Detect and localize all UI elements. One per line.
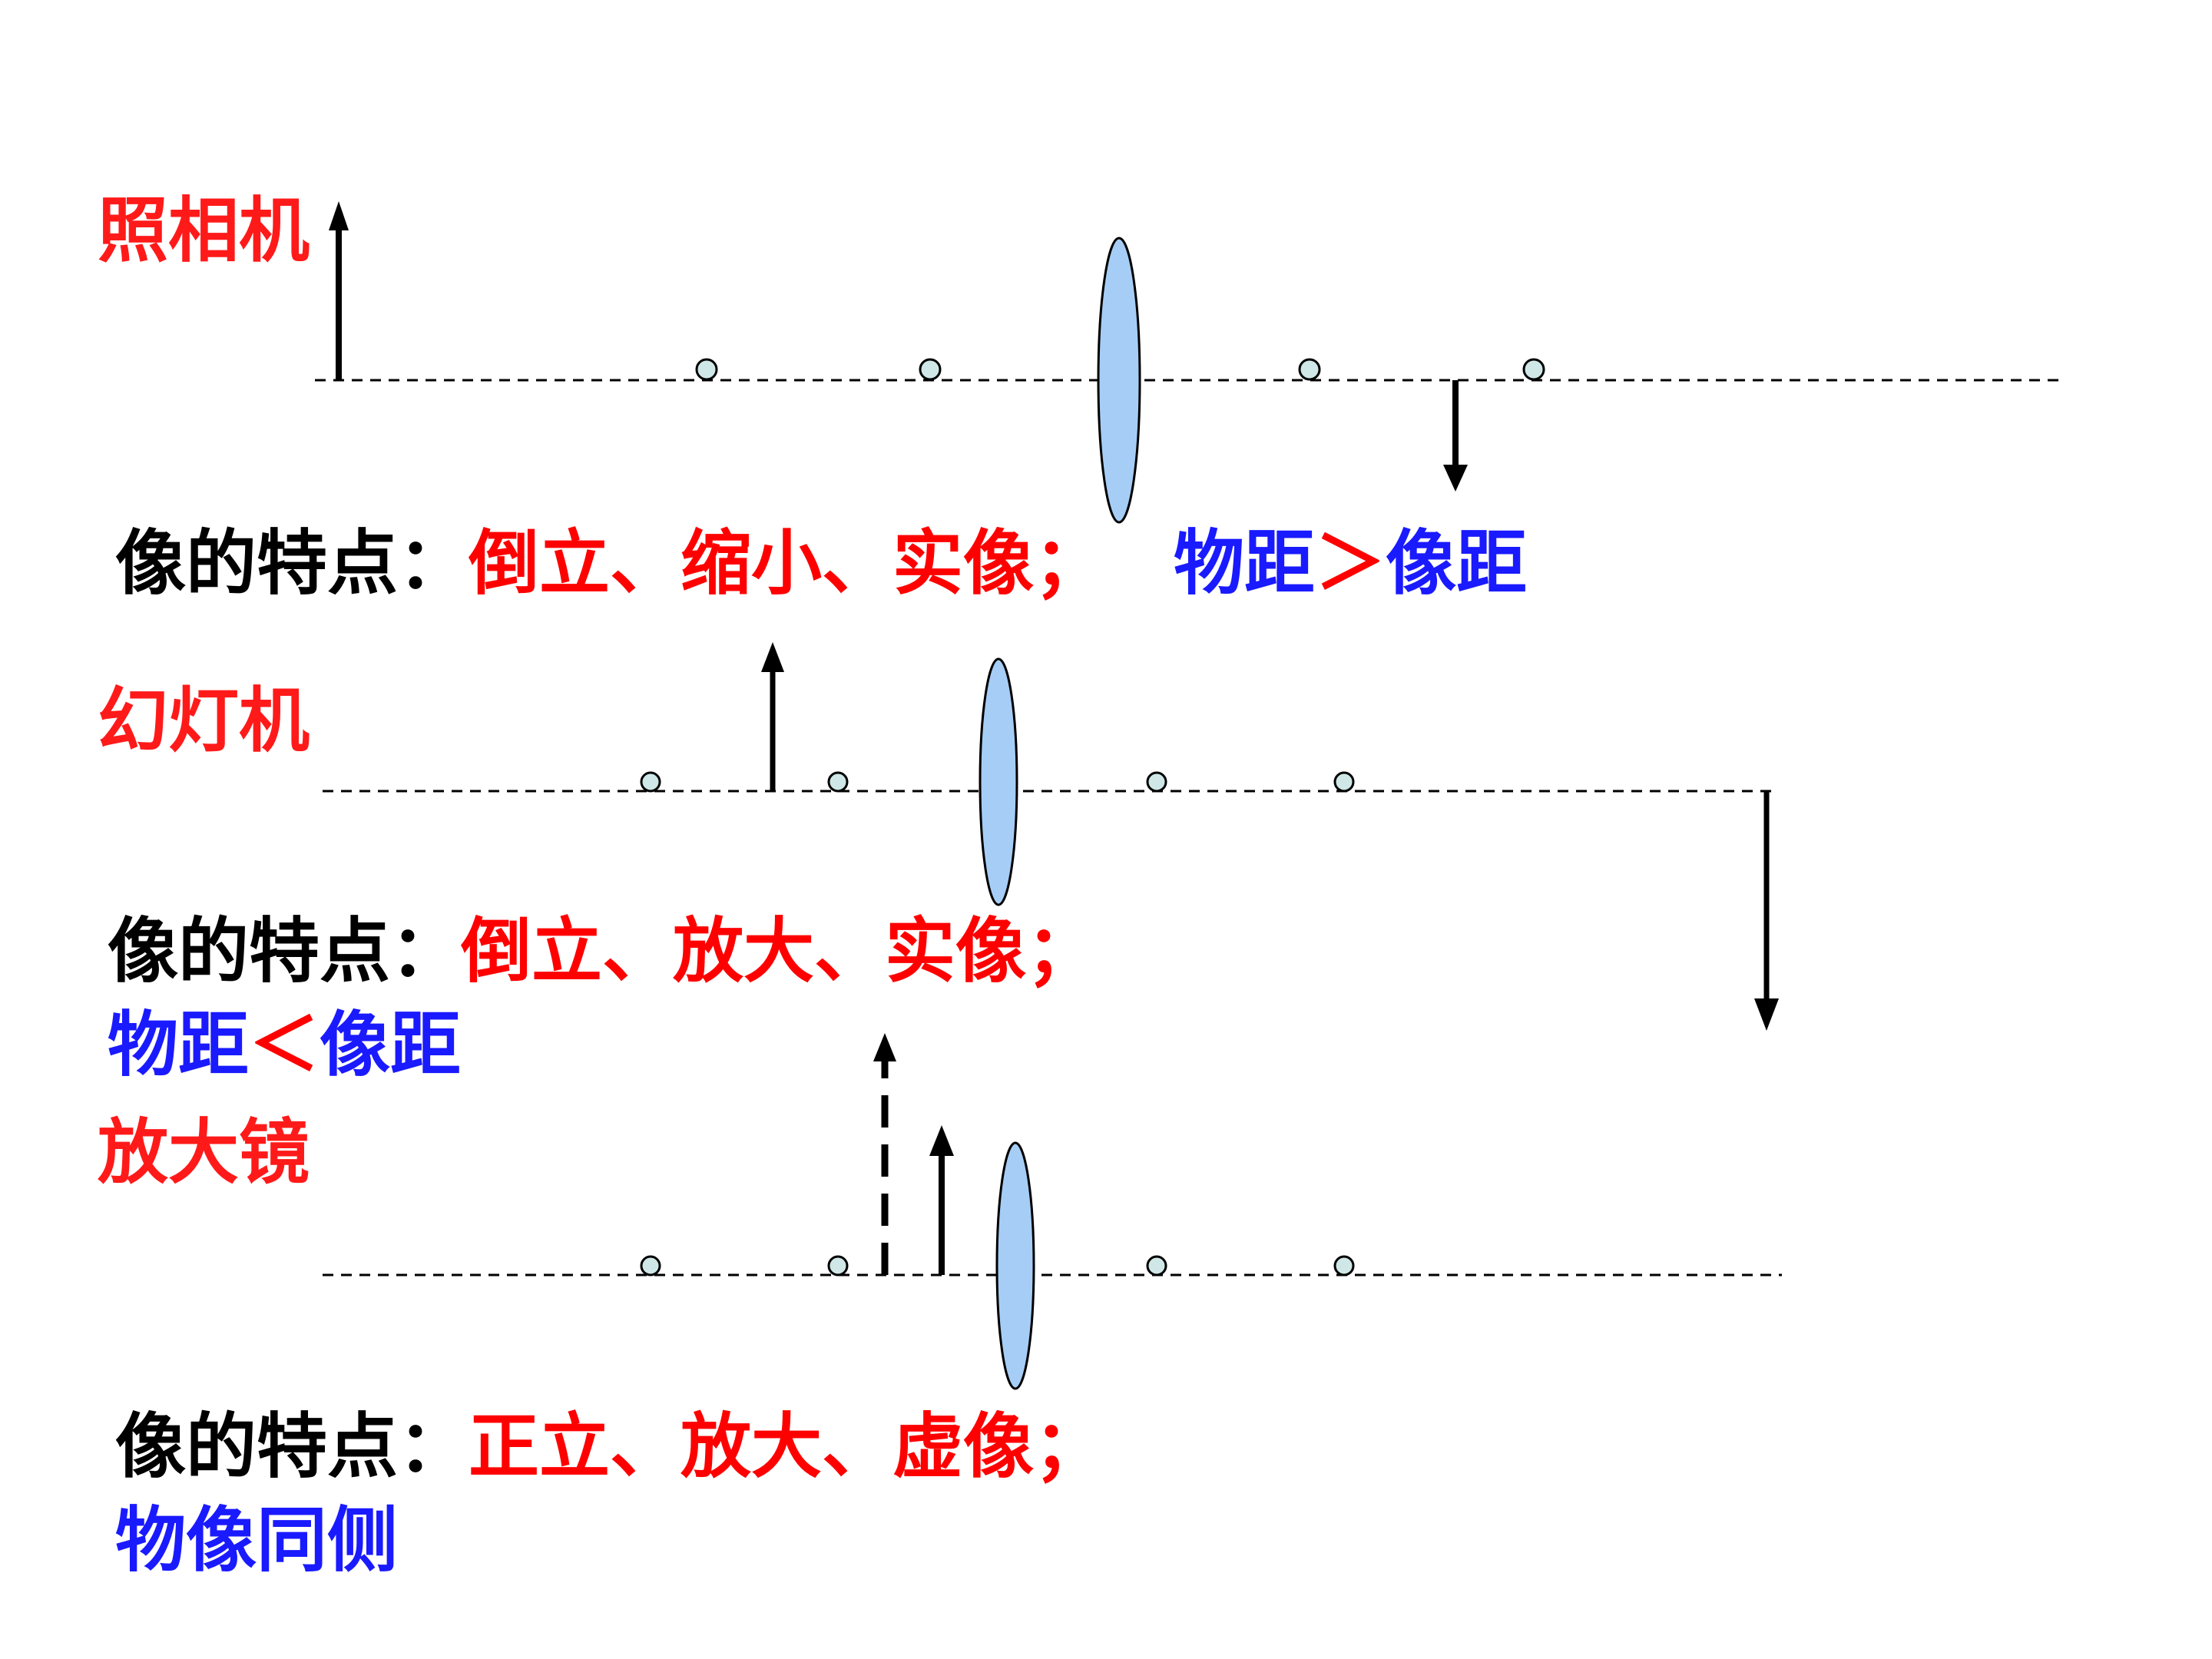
camera-focal-point — [919, 358, 942, 381]
magnifier-feature-prefix: 像的特点： — [115, 1406, 469, 1488]
magnifier-focal-point — [827, 1255, 849, 1277]
camera-relation-left: 物距 — [1174, 522, 1316, 604]
magnifier-focal-point — [1146, 1255, 1167, 1277]
projector-image-arrow — [1754, 791, 1779, 1031]
camera-relation-right: 像距 — [1386, 522, 1528, 604]
magnifier-focal-point — [640, 1255, 661, 1277]
magnifier-convex-lens — [995, 1141, 1035, 1390]
camera-diagram — [315, 201, 2058, 524]
projector-feature-line: 像的特点：倒立、放大、实像； — [108, 916, 1097, 987]
magnifier-focal-point — [1333, 1255, 1355, 1277]
projector-diagram — [323, 642, 1779, 1031]
projector-focal-point — [827, 771, 849, 793]
camera-focal-point — [1298, 358, 1321, 381]
magnifier-diagram — [323, 1033, 1782, 1390]
projector-relation-symbol: ＜ — [249, 1004, 320, 1086]
projector-relation-right: 像距 — [320, 1004, 462, 1086]
magnifier-relation-line: 物像同侧 — [115, 1505, 398, 1576]
camera-feature-line: 像的特点：倒立、缩小、实像；物距＞像距 — [115, 528, 1527, 599]
projector-object-arrow — [761, 642, 784, 791]
projector-label: 幻灯机 — [98, 680, 310, 762]
magnifier-virtual-image-arrow — [873, 1033, 896, 1275]
camera-relation-symbol: ＞ — [1315, 522, 1386, 604]
projector-focal-point — [1333, 771, 1355, 793]
magnifier-relation: 物像同侧 — [115, 1499, 399, 1581]
projector-convex-lens — [979, 657, 1018, 906]
projector-relation-left: 物距 — [108, 1004, 250, 1086]
magnifier-feature-line: 像的特点：正立、放大、虚像； — [115, 1412, 1104, 1482]
camera-object-arrow — [329, 201, 349, 380]
camera-label: 照相机 — [98, 190, 310, 272]
camera-feature-prefix: 像的特点： — [115, 522, 469, 604]
projector-feature-list: 倒立、放大、实像； — [461, 910, 1098, 992]
camera-feature-list: 倒立、缩小、实像； — [469, 522, 1105, 604]
camera-focal-point — [1522, 358, 1545, 381]
projector-relation-line: 物距＜像距 — [108, 1010, 461, 1081]
camera-focal-point — [695, 358, 718, 381]
projector-focal-point — [1146, 771, 1167, 793]
camera-convex-lens — [1097, 237, 1141, 524]
projector-focal-point — [640, 771, 661, 793]
camera-image-arrow — [1443, 380, 1468, 492]
magnifier-label: 放大镜 — [98, 1111, 310, 1194]
magnifier-feature-list: 正立、放大、虚像； — [469, 1406, 1105, 1488]
projector-feature-prefix: 像的特点： — [108, 910, 462, 992]
magnifier-object-arrow — [929, 1125, 954, 1275]
